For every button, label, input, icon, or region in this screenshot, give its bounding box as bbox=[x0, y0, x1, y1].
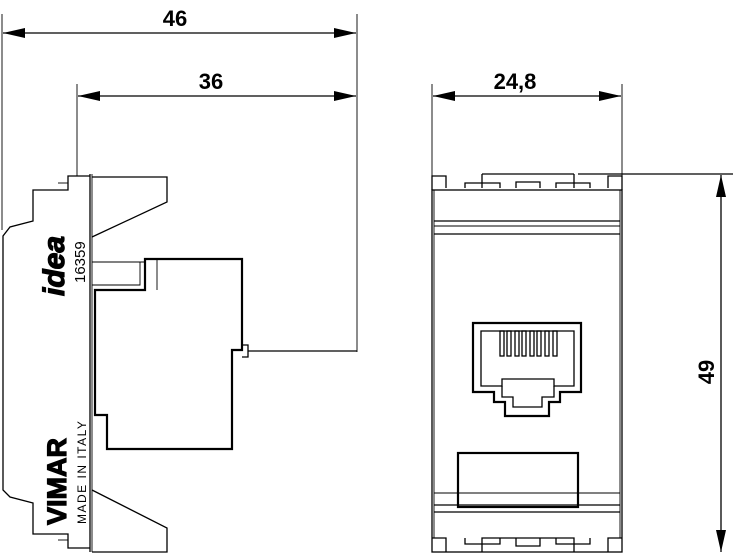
contact-pin bbox=[544, 330, 550, 357]
dimension-36: 36 bbox=[76, 69, 356, 176]
rj45-inner bbox=[480, 330, 575, 387]
top-corner-tabs bbox=[431, 175, 623, 190]
dimension-label-36: 36 bbox=[199, 69, 223, 94]
contact-pin bbox=[536, 330, 542, 357]
contact-pin bbox=[506, 330, 512, 357]
rj45-contacts bbox=[499, 330, 558, 357]
module-body bbox=[93, 257, 244, 451]
rj45-latch-slot bbox=[501, 386, 555, 408]
dimension-49: 49 bbox=[578, 173, 733, 552]
body-detail bbox=[92, 259, 158, 290]
dimension-label-24-8: 24,8 bbox=[494, 69, 537, 94]
dimension-label-46: 46 bbox=[163, 6, 187, 31]
contact-pin bbox=[514, 330, 520, 357]
dimension-label-49: 49 bbox=[694, 360, 719, 384]
bottom-latch bbox=[432, 537, 622, 552]
contact-pin bbox=[499, 330, 505, 357]
top-clip bbox=[91, 176, 168, 238]
module-outline bbox=[431, 189, 623, 553]
contact-pin bbox=[521, 330, 527, 357]
label-window bbox=[456, 451, 580, 509]
top-latch bbox=[464, 173, 591, 188]
contact-pin bbox=[529, 330, 535, 357]
idea-logo: idea bbox=[38, 236, 71, 296]
product-code: 16359 bbox=[72, 241, 89, 283]
contact-pin bbox=[552, 330, 558, 357]
front-view bbox=[431, 173, 623, 553]
rj45-port bbox=[471, 321, 583, 418]
dimension-46: 46 bbox=[1, 6, 358, 352]
dimension-24-8: 24,8 bbox=[431, 69, 623, 176]
side-view: idea 16359 VIMAR MADE IN ITALY bbox=[2, 174, 357, 553]
brand-logo: VIMAR bbox=[42, 438, 72, 525]
frame-profile bbox=[2, 175, 90, 549]
made-in-italy-text: MADE IN ITALY bbox=[75, 420, 89, 524]
rj45-outline bbox=[471, 321, 583, 418]
bottom-clip bbox=[91, 489, 168, 553]
